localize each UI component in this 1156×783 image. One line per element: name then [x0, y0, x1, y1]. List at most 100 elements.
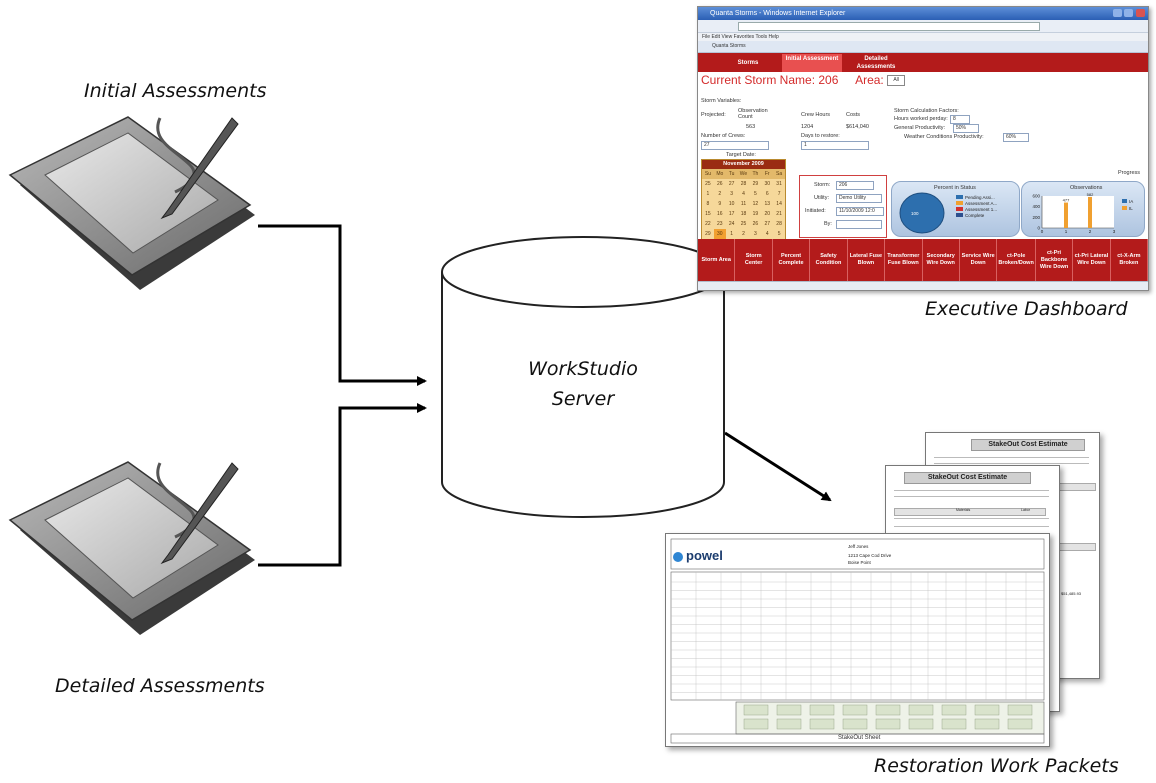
legend-label: Assessment 1... [965, 207, 997, 212]
bar-value-label: 477 [1063, 198, 1070, 203]
map-lot [842, 718, 868, 730]
calendar-day: 21 [776, 211, 782, 217]
column-header: Safety Condition [810, 239, 848, 281]
ie-address-bar [698, 20, 1148, 33]
column-header: Storm Area [698, 239, 736, 281]
target-date-label: Target Date: [726, 152, 756, 158]
map-lot [776, 704, 802, 716]
projected-label: Projected: [701, 112, 726, 118]
table-frame [670, 571, 1045, 701]
ie-status-bar [698, 281, 1148, 290]
minimize-icon [1113, 9, 1122, 17]
y-tick-label: 0 [1037, 226, 1040, 231]
estimate-row [894, 525, 1049, 527]
map-lot [941, 718, 967, 730]
tab-detailed-assessments: Detailed Assessments [856, 56, 896, 70]
map-lots [743, 704, 1033, 730]
weekday: Th [752, 171, 759, 177]
grid-lines [671, 572, 1044, 700]
calendar-day: 2 [718, 191, 722, 197]
calendar-day: 25 [740, 221, 747, 227]
rule-line [894, 496, 1049, 497]
sheet-name: Jeff Jones [848, 544, 869, 549]
calendar-day: 19 [752, 211, 759, 217]
caption-initial-assessments: Initial Assessments [84, 80, 267, 102]
ie-title-bar: Quanta Storms - Windows Internet Explore… [698, 7, 1148, 20]
legend-swatch [956, 213, 963, 217]
weather-productivity-label: Weather Conditions Productivity: [904, 134, 984, 140]
map-lot [908, 718, 934, 730]
calendar-month: November 2009 [702, 160, 785, 169]
weekday: Mo [716, 171, 724, 177]
percent-status-panel: Percent in Status 100 Pending Assi... As… [891, 181, 1020, 237]
rule-line [934, 457, 1089, 458]
y-tick-label: 200 [1032, 215, 1040, 220]
area-select: All [887, 75, 906, 87]
labor-label: Labor [1021, 508, 1030, 512]
number-of-crews-field: 27 [701, 141, 769, 150]
column-header: Percent Complete [773, 239, 811, 281]
storm-title: Current Storm Name: 206 [701, 73, 839, 87]
calendar-day: 12 [752, 201, 759, 207]
costs-value: $614,040 [846, 124, 869, 130]
table-header-bar [1056, 543, 1096, 551]
legend-label: Complete [965, 213, 985, 218]
close-icon [1136, 9, 1145, 17]
hours-worked-select: 8 [950, 115, 970, 124]
ie-tab-bar: Quanta Storms [698, 41, 1148, 53]
tab-initial-assessment: Initial Assessment [782, 54, 842, 72]
legend-swatch [1122, 199, 1127, 203]
bar [1064, 202, 1068, 228]
calendar-day: 5 [777, 231, 781, 237]
calendar-day: 30 [713, 229, 726, 239]
weekday: Fr [764, 171, 770, 177]
bar [1088, 196, 1092, 228]
connector-server-to-packets [724, 431, 832, 502]
stakeout-sheet-front: powel Jeff Jones 1213 Cape Cod Drive Boi… [665, 533, 1050, 747]
calendar-day: 26 [752, 221, 759, 227]
map-lot [908, 704, 934, 716]
y-tick-label: 400 [1032, 204, 1040, 209]
estimate-title: StakeOut Cost Estimate [971, 439, 1085, 451]
initiated-field-label: Initiated: [805, 208, 826, 214]
connector-initial-to-server [258, 224, 427, 386]
observation-count-value: 563 [746, 124, 756, 130]
legend-label: IL [1129, 206, 1133, 211]
observations-title: Observations [1070, 185, 1103, 191]
map-lot [875, 718, 901, 730]
legend-label: IA [1129, 199, 1133, 204]
app-tab-bar: Storms Initial Assessment Detailed Asses… [698, 53, 1148, 72]
pie-label: 100 [911, 211, 919, 216]
x-tick-label: 0 [1041, 229, 1044, 234]
column-header: ct-Pri Backbone Wire Down [1036, 239, 1074, 281]
calendar-day: 5 [753, 191, 757, 197]
sheet-footer: StakeOut Sheet [838, 735, 881, 741]
costs-label: Costs [846, 112, 861, 118]
rule-line [894, 490, 1049, 491]
calendar-day: 31 [776, 181, 782, 187]
legend-label: Pending Assi... [965, 195, 995, 200]
column-header: Transformer Fuse Blown [885, 239, 923, 281]
estimate-row [894, 518, 1049, 519]
legend-swatch [956, 207, 963, 211]
calendar-day: 20 [764, 211, 770, 217]
footer-frame [670, 733, 1045, 744]
progress-label: Progress [1118, 170, 1141, 176]
ie-menu-bar: File Edit View Favorites Tools Help [698, 33, 1148, 41]
calendar-day: 27 [764, 221, 770, 227]
column-header: Storm Center [735, 239, 773, 281]
map-lot [941, 704, 967, 716]
crew-hours-value: 1204 [801, 124, 814, 130]
calendar-day: 1 [706, 191, 710, 197]
legend-swatch [1122, 206, 1127, 210]
calendar-day: 28 [740, 181, 747, 187]
calendar-day: 17 [728, 211, 735, 217]
storm-info-box: Storm: 206 Utility: Demo Utility Initiat… [799, 175, 887, 238]
database-cylinder-icon [441, 236, 725, 518]
x-tick-label: 1 [1065, 229, 1068, 234]
utility-field-label: Utility: [814, 195, 829, 201]
